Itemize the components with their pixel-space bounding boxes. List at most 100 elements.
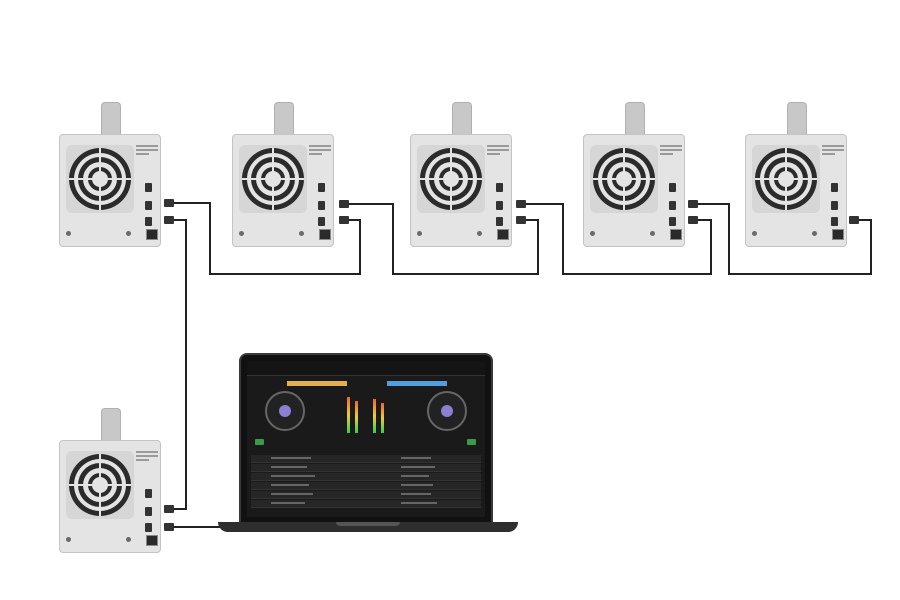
library-row <box>251 500 481 508</box>
plug <box>516 216 526 224</box>
power-jack <box>670 229 682 240</box>
screw <box>299 231 304 236</box>
usb-port <box>669 201 676 210</box>
usb-port <box>145 507 152 516</box>
unit-body <box>583 134 685 247</box>
power-jack <box>497 229 509 240</box>
brand-mark <box>136 143 158 161</box>
library-row <box>251 455 481 463</box>
screw <box>812 231 817 236</box>
waveform <box>387 381 447 386</box>
screw <box>752 231 757 236</box>
usb-port <box>496 183 503 192</box>
power-jack <box>319 229 331 240</box>
dj-app-screen <box>247 361 485 517</box>
storage-unit <box>59 408 161 553</box>
plug <box>688 216 698 224</box>
unit-handle <box>101 408 121 443</box>
library-row <box>251 473 481 481</box>
unit-body <box>232 134 334 247</box>
library-row <box>251 464 481 472</box>
screw <box>477 231 482 236</box>
laptop-base <box>218 522 518 532</box>
unit-body <box>59 134 161 247</box>
level-meter <box>347 397 350 433</box>
level-meter <box>373 399 376 433</box>
plug <box>516 200 526 208</box>
app-topbar <box>247 361 485 376</box>
unit-handle <box>274 102 294 137</box>
plug <box>339 200 349 208</box>
level-meter <box>355 401 358 433</box>
usb-port <box>145 201 152 210</box>
usb-port <box>318 217 325 226</box>
deck-left-icon <box>265 391 305 431</box>
storage-unit <box>59 102 161 247</box>
usb-port <box>669 217 676 226</box>
storage-unit <box>583 102 685 247</box>
unit-handle <box>101 102 121 137</box>
screw <box>650 231 655 236</box>
usb-port <box>145 523 152 532</box>
cable-1-2 <box>170 202 361 275</box>
unit-body <box>59 440 161 553</box>
screw <box>417 231 422 236</box>
deck-right-icon <box>427 391 467 431</box>
cable-1-bottom <box>170 219 187 510</box>
storage-unit <box>410 102 512 247</box>
unit-body <box>745 134 847 247</box>
usb-port <box>496 217 503 226</box>
screw <box>126 231 131 236</box>
usb-port <box>831 183 838 192</box>
plug <box>339 216 349 224</box>
laptop-screen-bezel <box>239 353 493 524</box>
plug <box>164 505 174 513</box>
unit-handle <box>787 102 807 137</box>
plug <box>164 216 174 224</box>
waveform <box>287 381 347 386</box>
usb-port <box>831 217 838 226</box>
storage-unit <box>745 102 847 247</box>
unit-handle <box>625 102 645 137</box>
fan-icon <box>417 145 485 213</box>
plug <box>164 199 174 207</box>
storage-unit <box>232 102 334 247</box>
usb-port <box>145 217 152 226</box>
screw <box>66 231 71 236</box>
usb-port <box>318 183 325 192</box>
screw <box>126 537 131 542</box>
brand-mark <box>660 143 682 161</box>
unit-body <box>410 134 512 247</box>
fan-icon <box>66 145 134 213</box>
plug <box>164 523 174 531</box>
usb-port <box>831 201 838 210</box>
play-button <box>255 439 264 445</box>
play-button <box>467 439 476 445</box>
brand-mark <box>487 143 509 161</box>
power-jack <box>146 535 158 546</box>
screw <box>239 231 244 236</box>
cable-2-3 <box>345 203 539 275</box>
level-meter <box>381 403 384 433</box>
usb-port <box>318 201 325 210</box>
screw <box>590 231 595 236</box>
usb-port <box>496 201 503 210</box>
usb-port <box>669 183 676 192</box>
library-row <box>251 482 481 490</box>
brand-mark <box>822 143 844 161</box>
usb-port <box>145 183 152 192</box>
laptop <box>218 353 518 539</box>
power-jack <box>146 229 158 240</box>
brand-mark <box>136 449 158 467</box>
cable-3-4 <box>522 203 712 275</box>
usb-port <box>145 489 152 498</box>
fan-icon <box>239 145 307 213</box>
plug <box>849 216 859 224</box>
cable-4-5 <box>694 203 872 275</box>
fan-icon <box>590 145 658 213</box>
fan-icon <box>66 451 134 519</box>
plug <box>688 200 698 208</box>
laptop-notch <box>336 522 400 526</box>
